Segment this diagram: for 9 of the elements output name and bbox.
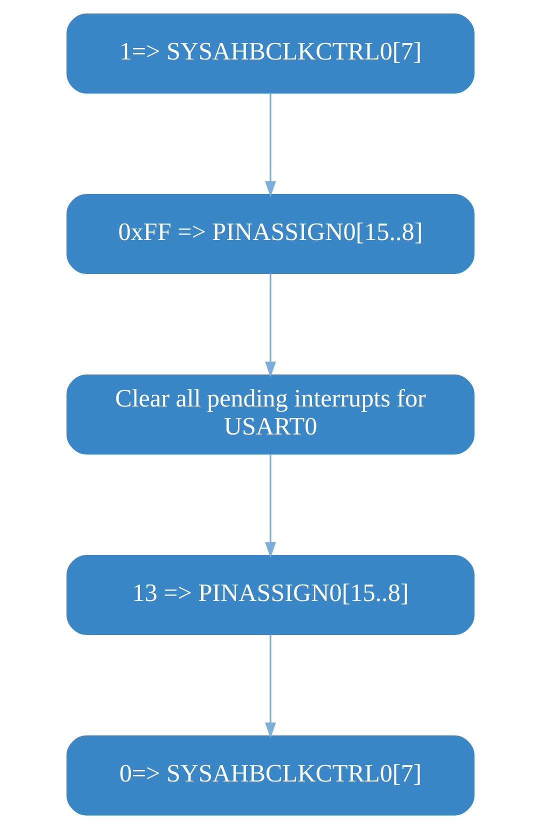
arrow <box>264 93 276 197</box>
node-box: Clear all pending interrupts for USART0 <box>66 374 474 455</box>
arrow <box>264 274 276 378</box>
node-box: 0=> SYSAHBCLKCTRL0[7] <box>66 735 474 816</box>
node-box: 0xFF => PINASSIGN0[15..8] <box>66 194 474 274</box>
arrow <box>264 634 276 738</box>
node-box: 1=> SYSAHBCLKCTRL0[7] <box>66 14 474 94</box>
arrow <box>264 454 276 558</box>
node-box: 13 => PINASSIGN0[15..8] <box>66 554 474 635</box>
